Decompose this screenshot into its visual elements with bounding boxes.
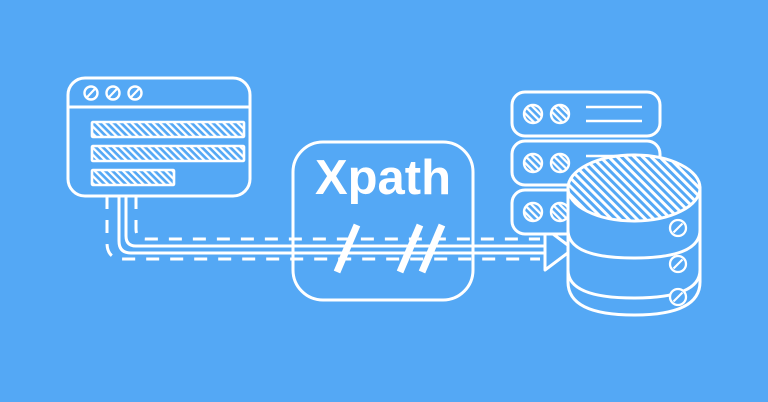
circle-slash-icon <box>83 85 99 101</box>
db-disc-divider <box>566 229 702 260</box>
single-slash-glyph <box>333 223 361 274</box>
xpath-label: Xpath <box>314 151 452 205</box>
circle-slash-icon <box>668 218 688 238</box>
data-flow-dashed-outer <box>105 196 540 261</box>
hatched-circle-icon <box>549 201 571 223</box>
content-bar <box>90 144 246 163</box>
circle-slash-icon <box>668 254 688 274</box>
db-disc-divider <box>566 269 702 300</box>
hatched-circle-icon <box>522 103 544 125</box>
circle-slash-icon <box>105 85 121 101</box>
browser-window <box>66 76 252 198</box>
db-top-disc <box>566 153 702 223</box>
content-bar <box>90 168 176 187</box>
flow-connectors <box>105 196 575 272</box>
browser-titlebar-dots <box>83 85 143 101</box>
xpath-box-frame <box>291 140 475 302</box>
data-flow-solid-inner <box>124 196 545 248</box>
hatched-circle-icon <box>549 103 571 125</box>
circle-slash-icon <box>668 287 688 307</box>
browser-content-bars <box>90 120 246 187</box>
xpath-box <box>291 140 475 302</box>
hatched-circle-icon <box>522 152 544 174</box>
double-slash-glyph-a <box>396 223 424 274</box>
data-flow-dashed-inner <box>134 196 540 241</box>
xpath-slash-glyphs <box>333 223 446 274</box>
server-rack-unit <box>510 90 662 138</box>
arrow-head-right <box>543 226 575 272</box>
double-slash-glyph-b <box>418 223 446 274</box>
data-flow-solid-outer <box>117 196 545 255</box>
content-bar <box>90 120 246 139</box>
database-cylinder <box>566 153 702 317</box>
circle-slash-icon <box>127 85 143 101</box>
hatched-circle-icon <box>549 152 571 174</box>
hatched-circle-icon <box>522 201 544 223</box>
db-body <box>566 186 702 317</box>
